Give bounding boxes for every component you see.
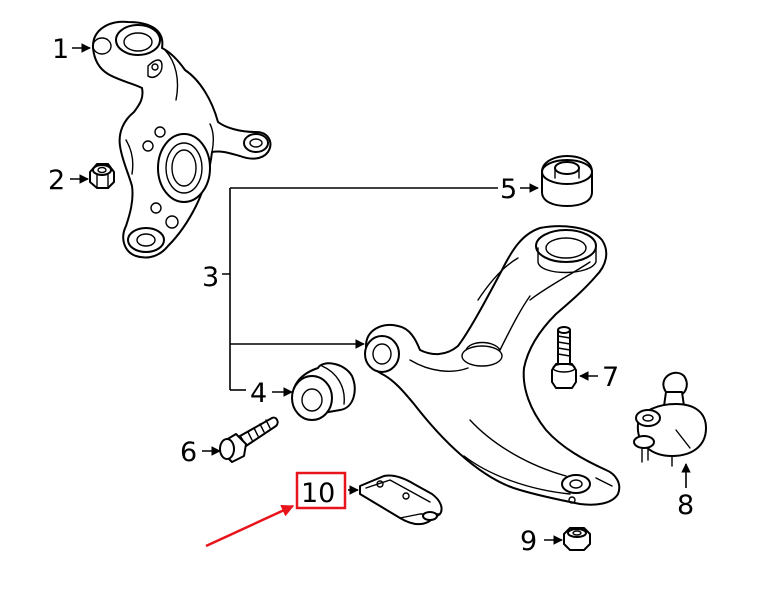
highlight-box <box>295 471 347 510</box>
callout-8: 8 <box>677 490 694 521</box>
bolt-drawing-7 <box>551 326 577 389</box>
bushing-drawing-4 <box>291 362 356 421</box>
control-arm-drawing <box>364 225 621 506</box>
callout-6: 6 <box>180 437 197 468</box>
bushing-drawing-5 <box>541 155 593 207</box>
steering-knuckle-drawing <box>91 20 272 259</box>
ball-joint-drawing <box>633 371 707 467</box>
callout-5: 5 <box>500 174 517 205</box>
callout-2: 2 <box>48 165 65 196</box>
highlight-annotation <box>205 471 347 548</box>
nut-drawing-2 <box>89 163 115 189</box>
bolt-drawing-6 <box>219 416 279 463</box>
callout-9: 9 <box>520 526 537 557</box>
callout-4: 4 <box>250 378 267 409</box>
callout-3: 3 <box>202 262 219 293</box>
callout-1: 1 <box>52 34 69 65</box>
callout-7: 7 <box>602 362 619 393</box>
bracket-drawing-10 <box>359 474 443 526</box>
callout-10: 10 <box>301 478 335 509</box>
nut-drawing-9 <box>563 527 591 551</box>
highlight-arrow <box>205 504 295 548</box>
leader-lines <box>70 43 691 545</box>
callout-labels: 1 2 3 4 5 6 7 8 9 10 <box>48 34 694 557</box>
